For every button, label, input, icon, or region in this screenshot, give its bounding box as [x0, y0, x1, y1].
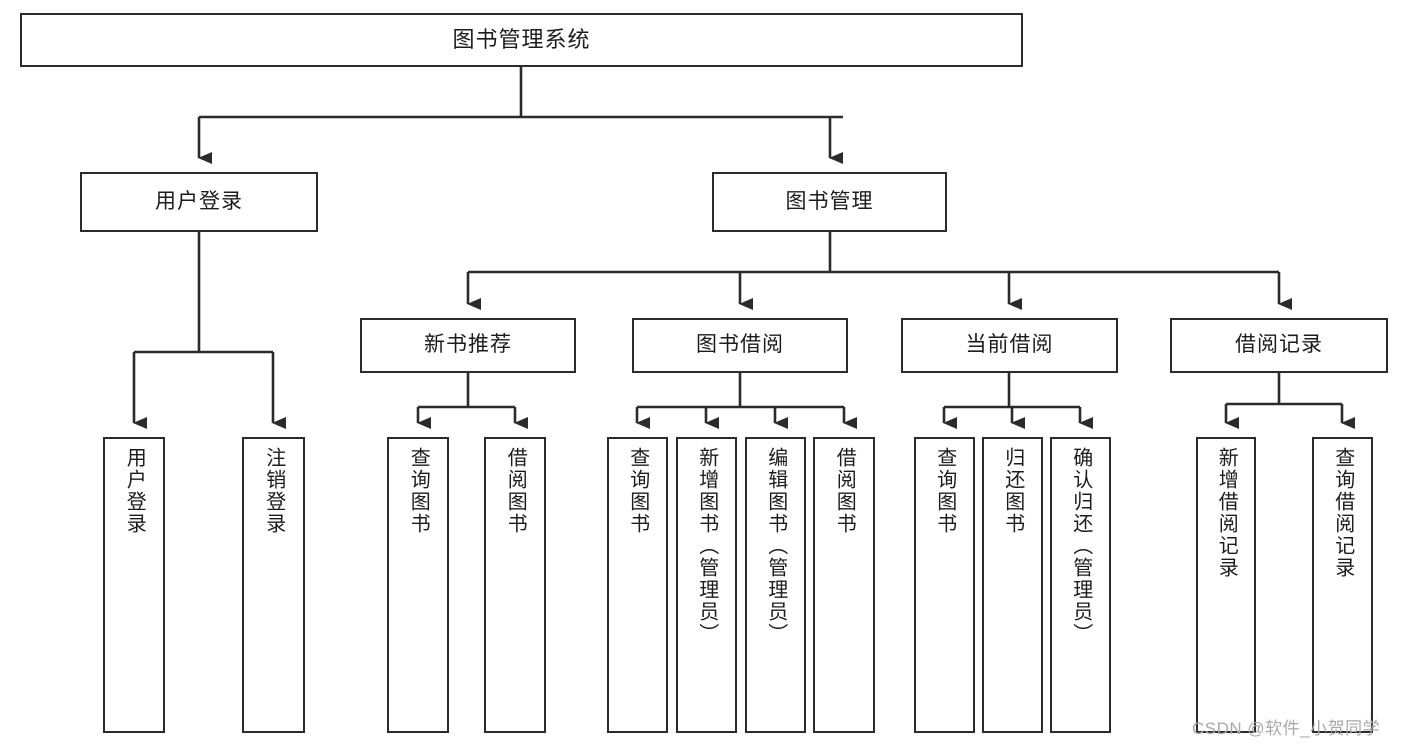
node-book-borrow-label: 图书借阅	[696, 333, 784, 357]
node-new-book-recommend-label: 新书推荐	[424, 333, 512, 357]
node-leaf-query-book-2-label: 查询图书	[626, 447, 649, 535]
node-leaf-user-login-label: 用户登录	[123, 447, 146, 535]
node-leaf-borrow-book-1[interactable]: 借阅图书	[484, 437, 546, 733]
node-leaf-edit-book[interactable]: 编辑图书（管理员）	[745, 437, 806, 733]
node-leaf-query-book-3-label: 查询图书	[933, 447, 956, 535]
node-leaf-return-book-label: 归还图书	[1001, 447, 1024, 535]
node-leaf-add-borrow-record-label: 新增借阅记录	[1215, 447, 1238, 579]
node-leaf-borrow-book-2-label: 借阅图书	[833, 447, 856, 535]
node-borrow-record-label: 借阅记录	[1235, 333, 1323, 357]
node-book-borrow[interactable]: 图书借阅	[632, 318, 848, 373]
node-user-login[interactable]: 用户登录	[80, 172, 318, 232]
node-leaf-add-book-label: 新增图书（管理员）	[695, 447, 718, 645]
node-current-borrow-label: 当前借阅	[965, 333, 1054, 357]
node-leaf-query-book-1-label: 查询图书	[407, 447, 430, 535]
node-leaf-confirm-return-label: 确认归还（管理员）	[1069, 447, 1092, 645]
node-leaf-user-login[interactable]: 用户登录	[103, 437, 165, 733]
node-leaf-add-borrow-record[interactable]: 新增借阅记录	[1196, 437, 1256, 733]
node-leaf-add-book[interactable]: 新增图书（管理员）	[676, 437, 737, 733]
node-root-label: 图书管理系统	[452, 27, 591, 53]
node-leaf-logout[interactable]: 注销登录	[242, 437, 305, 733]
watermark: CSDN @软件_小贺同学	[1192, 719, 1381, 738]
node-borrow-record[interactable]: 借阅记录	[1170, 318, 1388, 373]
node-leaf-confirm-return[interactable]: 确认归还（管理员）	[1050, 437, 1111, 733]
node-new-book-recommend[interactable]: 新书推荐	[360, 318, 576, 373]
node-root[interactable]: 图书管理系统	[20, 13, 1023, 67]
node-user-login-label: 用户登录	[155, 189, 243, 213]
node-book-manage[interactable]: 图书管理	[712, 172, 947, 232]
node-book-manage-label: 图书管理	[785, 189, 874, 213]
node-leaf-query-borrow-record-label: 查询借阅记录	[1331, 447, 1354, 579]
node-leaf-borrow-book-1-label: 借阅图书	[504, 447, 527, 535]
node-leaf-borrow-book-2[interactable]: 借阅图书	[813, 437, 875, 733]
node-leaf-edit-book-label: 编辑图书（管理员）	[764, 447, 787, 645]
node-leaf-logout-label: 注销登录	[262, 447, 285, 535]
node-current-borrow[interactable]: 当前借阅	[901, 318, 1118, 373]
node-leaf-query-borrow-record[interactable]: 查询借阅记录	[1312, 437, 1373, 733]
node-leaf-return-book[interactable]: 归还图书	[982, 437, 1043, 733]
node-leaf-query-book-1[interactable]: 查询图书	[387, 437, 449, 733]
node-leaf-query-book-2[interactable]: 查询图书	[607, 437, 668, 733]
node-leaf-query-book-3[interactable]: 查询图书	[914, 437, 975, 733]
